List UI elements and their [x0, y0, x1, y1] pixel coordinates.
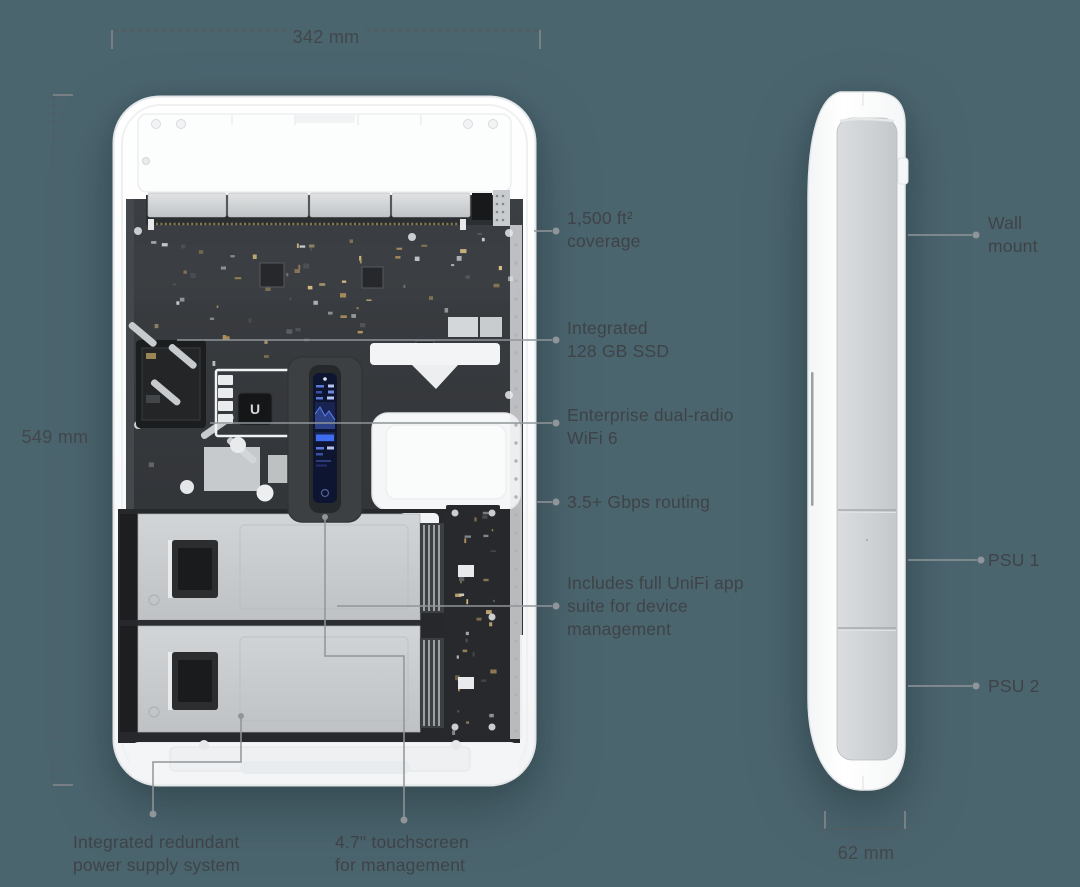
leader-dot-routing: [552, 498, 560, 506]
leader-dot-ssd: [552, 336, 560, 344]
dimension-depth-label: 62 mm: [837, 843, 895, 863]
psu2-unit: [137, 625, 421, 733]
leader-dot-psu2: [972, 682, 980, 690]
side-view-illustration: [807, 91, 909, 791]
ubiquiti-logo: U: [250, 401, 260, 417]
callout-touchscreen: 4.7" touchscreen for management: [335, 832, 469, 875]
side-slit: [811, 372, 814, 506]
right-moldings: [370, 317, 521, 511]
callout-psu1: PSU 1: [988, 550, 1040, 570]
leader-dot-psu1: [977, 556, 985, 564]
callout-routing: 3.5+ Gbps routing: [567, 492, 711, 512]
callout-psu-system: Integrated redundant power supply system: [73, 832, 241, 875]
touchscreen-module: [287, 356, 363, 523]
heatsink-row: [146, 190, 510, 230]
antenna-panel: [137, 113, 512, 193]
callout-psu2: PSU 2: [988, 676, 1040, 696]
side-mount-panel: [836, 117, 898, 761]
bottom-shell: [130, 740, 519, 779]
front-internal-view-illustration: U: [112, 95, 537, 787]
psu1-unit: [137, 513, 421, 621]
dimension-depth: [824, 811, 906, 830]
side-panel-divisions: [838, 509, 896, 631]
callout-wall-mount: Wall mount: [988, 213, 1038, 256]
left-black-module: [136, 340, 206, 428]
screw-rail: [510, 225, 522, 739]
dimension-width-label: 342 mm: [292, 27, 360, 47]
leader-dot-touchscreen: [400, 816, 408, 824]
leader-dot-wifi: [552, 419, 560, 427]
callout-coverage: 1,500 ft² coverage: [567, 208, 641, 251]
ribbed-connectors: [420, 523, 444, 728]
dimension-height-label: 549 mm: [21, 427, 89, 447]
leader-dot-unifi-app: [552, 602, 560, 610]
metal-clips: [128, 322, 257, 464]
callout-ssd: Integrated 128 GB SSD: [567, 318, 670, 361]
u-chip: [237, 392, 273, 426]
callout-unifi-app: Includes full UniFi app suite for device…: [567, 573, 744, 639]
leader-dot-wall-mount: [972, 231, 980, 239]
leader-dot-coverage: [552, 227, 560, 235]
leader-dot-psu-system: [149, 810, 157, 818]
wall-mount-tab: [897, 157, 909, 185]
callout-wifi: Enterprise dual-radio WiFi 6: [567, 405, 734, 448]
right-pcb: [446, 505, 500, 735]
